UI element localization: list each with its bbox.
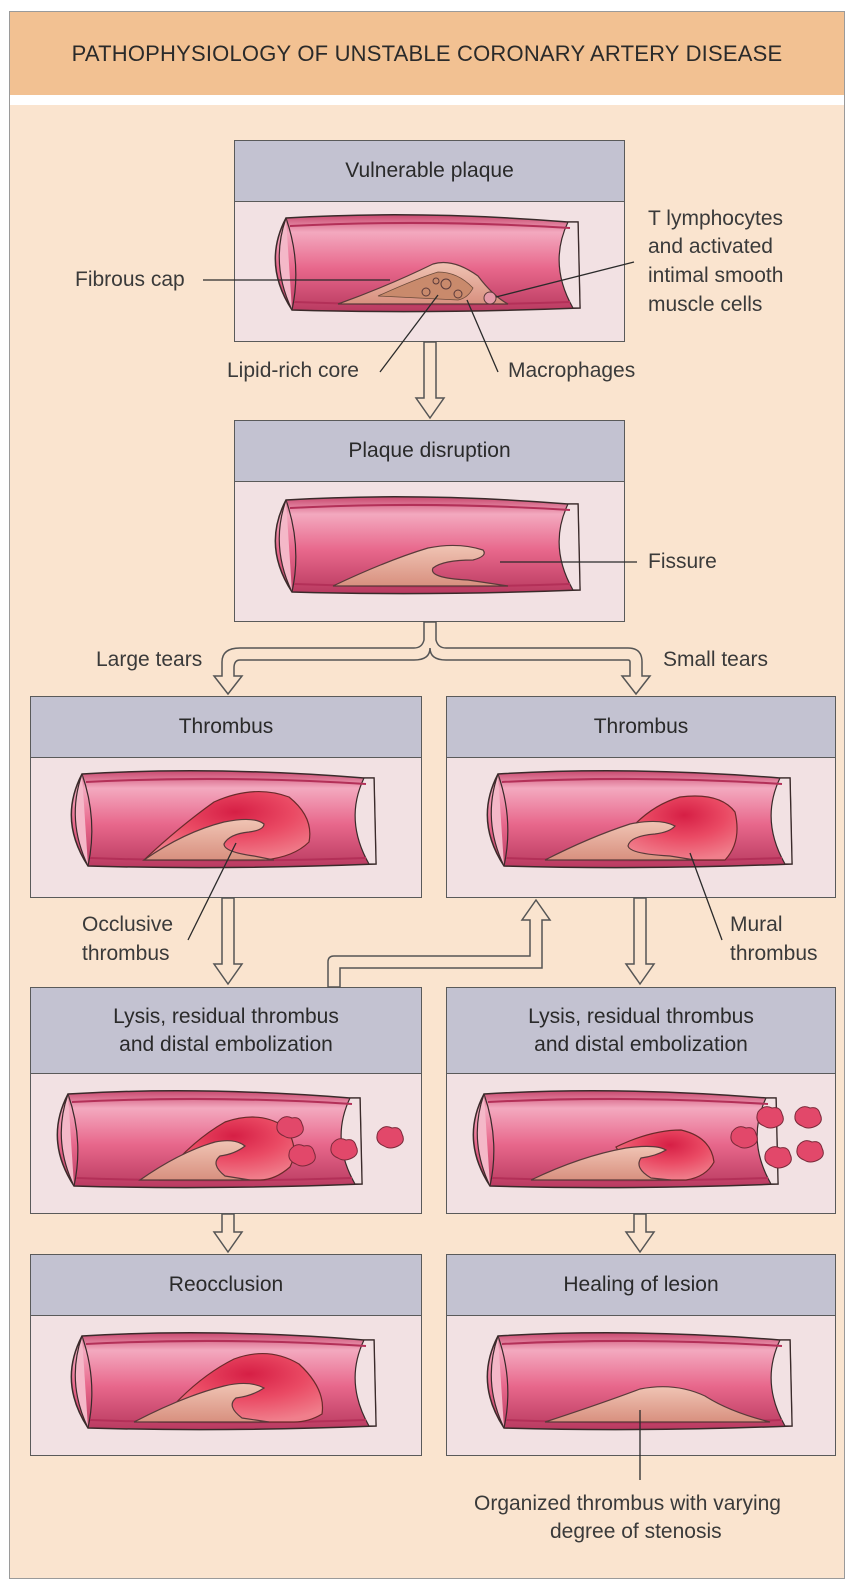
- label-large-tears: Large tears: [96, 646, 202, 674]
- arrow-thrombus-right-down: [626, 898, 654, 984]
- leader-lines: [188, 262, 722, 1480]
- vessel-vulnerable-plaque: [275, 215, 580, 312]
- label-organized-2: degree of stenosis: [550, 1518, 722, 1546]
- vessel-lysis-left: [57, 1091, 403, 1188]
- arrow-lysis-left-to-thrombus-right: [328, 900, 550, 987]
- label-mural-1: Mural: [730, 911, 783, 939]
- arrow-vulnerable-to-disruption: [416, 342, 444, 418]
- vessel-lysis-right: [473, 1091, 823, 1188]
- label-small-tears: Small tears: [663, 646, 768, 674]
- label-t-lymphocytes-1: T lymphocytes: [648, 205, 783, 233]
- vessel-reocclusion: [71, 1333, 376, 1430]
- label-occlusive-2: thrombus: [82, 940, 170, 968]
- label-macrophages: Macrophages: [508, 357, 635, 385]
- label-occlusive-1: Occlusive: [82, 911, 173, 939]
- vessel-thrombus-mural: [487, 771, 792, 868]
- label-t-lymphocytes-3: intimal smooth: [648, 262, 783, 290]
- label-t-lymphocytes-2: and activated: [648, 233, 773, 261]
- vessel-thrombus-occlusive: [71, 771, 376, 868]
- label-lipid-core: Lipid-rich core: [227, 357, 359, 385]
- label-mural-2: thrombus: [730, 940, 818, 968]
- arrow-lysis-right-down: [626, 1214, 654, 1252]
- label-t-lymphocytes-4: muscle cells: [648, 291, 762, 319]
- arrow-lysis-left-down: [214, 1214, 242, 1252]
- label-organized-1: Organized thrombus with varying: [474, 1490, 781, 1518]
- arrow-split-tears: [214, 622, 650, 694]
- label-fissure: Fissure: [648, 548, 717, 576]
- label-fibrous-cap: Fibrous cap: [75, 266, 185, 294]
- arrow-thrombus-left-down: [214, 898, 242, 984]
- vessel-plaque-disruption: [275, 497, 580, 594]
